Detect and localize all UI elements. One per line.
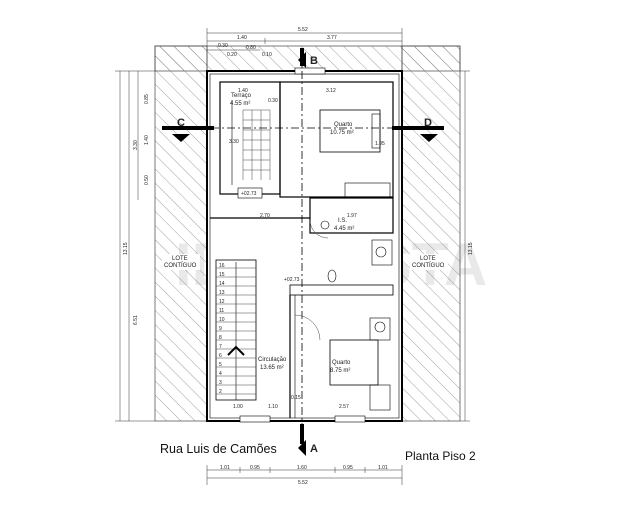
- adjacent-lot-label: CONTÍGUO: [164, 262, 197, 269]
- svg-text:13: 13: [219, 290, 225, 296]
- dimension-label: 0.95: [343, 465, 353, 471]
- svg-text:15: 15: [219, 272, 225, 278]
- svg-text:4: 4: [219, 371, 222, 377]
- room-wall-top: [279, 81, 394, 198]
- section-arrow-icon: [298, 52, 306, 68]
- room-area: 13.65 m²: [260, 365, 284, 371]
- bed-bottom: [329, 339, 379, 386]
- section-mark: D: [424, 117, 432, 129]
- dimension-label: 1.01: [220, 465, 230, 471]
- svg-text:11: 11: [219, 308, 224, 314]
- room-name: Quarto: [334, 122, 353, 128]
- dimension-label: 1.60: [297, 465, 307, 471]
- svg-text:9: 9: [219, 326, 222, 332]
- dimension-label: 3.12: [326, 88, 336, 94]
- dimension-label: 0.10: [262, 52, 272, 58]
- adjacent-lot-label: LOTE: [420, 256, 436, 262]
- dimension-label: 0.15: [291, 395, 301, 401]
- plan-title: Planta Piso 2: [405, 449, 476, 463]
- dimension-label: 0.50: [144, 175, 150, 185]
- svg-text:12: 12: [219, 299, 225, 305]
- adjacent-lot-label: CONTÍGUO: [412, 262, 445, 269]
- dimension-label: 0.20: [227, 52, 237, 58]
- dimension-label: 5.52: [298, 27, 308, 33]
- dimension-label: 0.95: [250, 465, 260, 471]
- svg-text:6: 6: [219, 353, 222, 359]
- svg-text:7: 7: [219, 344, 222, 350]
- dimension-label: 1.01: [378, 465, 388, 471]
- room-name: Circulação: [258, 357, 287, 363]
- section-arrow-icon: [298, 440, 306, 456]
- dimension-label: 5.52: [298, 480, 308, 486]
- dimension-label: 0.30: [218, 43, 228, 49]
- svg-text:8: 8: [219, 335, 222, 341]
- window-bottom-right: [334, 415, 366, 423]
- terrace-grid: [242, 109, 271, 180]
- room-area: 10.75 m²: [330, 130, 354, 136]
- svg-text:16: 16: [219, 263, 225, 269]
- bathroom-wall: [309, 197, 394, 234]
- section-mark: B: [310, 55, 318, 67]
- dimension-label: 0.80: [246, 45, 256, 51]
- dimension-label: 13.15: [468, 242, 474, 255]
- room-area: 4.55 m²: [230, 101, 250, 107]
- stair-arrow-icon: [227, 345, 245, 356]
- svg-text:2: 2: [219, 389, 222, 395]
- dimension-label: 2.70: [260, 213, 270, 219]
- room-name: Terraço: [231, 93, 252, 99]
- dimension-label: 1.40: [144, 135, 150, 145]
- sink-icon: [375, 246, 387, 258]
- window-top: [294, 67, 326, 75]
- room-name: Quarto: [332, 360, 351, 366]
- section-arrow-icon: [172, 134, 190, 142]
- stair-treads: [216, 267, 256, 395]
- dimension-label: 3.77: [327, 35, 337, 41]
- street-name: Rua Luis de Camões: [160, 442, 277, 456]
- dimension-label: 13.15: [123, 242, 129, 255]
- section-arrow-icon: [420, 134, 438, 142]
- dimension-label: 0.30: [268, 98, 278, 104]
- level-marker: +02.73: [241, 191, 257, 197]
- room-name: I.S.: [338, 218, 347, 224]
- dimension-label: 0.85: [144, 94, 150, 104]
- svg-text:14: 14: [219, 281, 225, 287]
- hatch-left: [154, 45, 208, 422]
- hatch-right: [401, 45, 461, 422]
- section-mark: C: [177, 117, 185, 129]
- window-bottom-left: [239, 415, 271, 423]
- level-marker: +02.73: [284, 277, 300, 283]
- stair-step-numbers: 16 15 14 13 12 11 10 9 8 7 6 5 4 3 2: [219, 263, 225, 395]
- room-area: 8.75 m²: [330, 368, 350, 374]
- dimension-label: 1.10: [268, 404, 278, 410]
- svg-text:5: 5: [219, 362, 222, 368]
- dimension-label: 1.40: [237, 35, 247, 41]
- dimension-label: 1.95: [375, 141, 385, 147]
- svg-text:3: 3: [219, 380, 222, 386]
- room-area: 4.45 m²: [334, 226, 354, 232]
- dimension-label: 1.97: [347, 213, 357, 219]
- dimension-label: 6.51: [133, 315, 139, 325]
- dimension-label: 1.40: [238, 88, 248, 94]
- adjacent-lot-label: LOTE: [172, 256, 188, 262]
- toilet-icon: [327, 269, 337, 283]
- dimension-label: 2.57: [339, 404, 349, 410]
- dimension-label: 1.00: [233, 404, 243, 410]
- section-mark: A: [310, 443, 318, 455]
- dimension-label: 3.30: [229, 139, 239, 145]
- dimension-label: 3.30: [133, 140, 139, 150]
- svg-text:10: 10: [219, 317, 225, 323]
